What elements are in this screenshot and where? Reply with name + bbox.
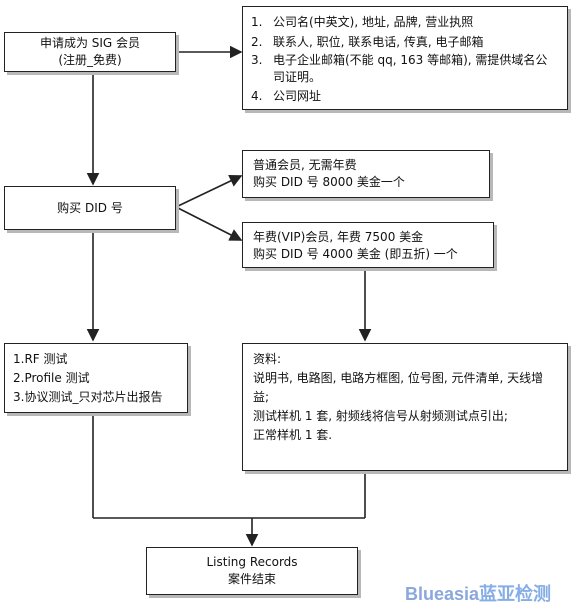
- requirements-list: 1. 公司名(中英文), 地址, 品牌, 营业执照 2. 联系人, 职位, 联系…: [251, 12, 559, 106]
- buy-did-label: 购买 DID 号: [57, 200, 123, 215]
- listing-title: Listing Records: [206, 555, 298, 569]
- watermark-logo: Blueasia蓝亚检测: [405, 580, 551, 606]
- list-item: 2. 联系人, 职位, 联系电话, 传真, 电子邮箱: [251, 32, 559, 52]
- register-box: 申请成为 SIG 会员 (注册_免费): [4, 32, 176, 72]
- list-item: 1. 公司名(中英文), 地址, 品牌, 营业执照: [251, 12, 559, 32]
- list-item-text: 电子企业邮箱(不能 qq, 163 等邮箱), 需提供域名公司证明。: [273, 53, 548, 84]
- list-item-text: 公司网址: [273, 89, 322, 103]
- regular-member-box: 普通会员, 无需年费 购买 DID 号 8000 美金一个: [242, 150, 490, 198]
- watermark-brand-cn: 蓝亚检测: [479, 584, 552, 604]
- materials-line: 测试样机 1 套, 射频线将信号从射频测试点引出;: [253, 409, 508, 423]
- list-item: 2.Profile 测试: [13, 371, 90, 385]
- arrow-buy-did-to-regular: [175, 175, 243, 208]
- list-item: 3.协议测试_只对芯片出报告: [13, 390, 163, 404]
- materials-title: 资料:: [253, 352, 282, 366]
- list-item-number: 1.: [251, 15, 263, 29]
- requirements-box: 1. 公司名(中英文), 地址, 品牌, 营业执照 2. 联系人, 职位, 联系…: [242, 6, 568, 110]
- list-item: 1.RF 测试: [13, 352, 68, 366]
- watermark-brand-en: Blueasia: [405, 584, 480, 604]
- list-item: 4. 公司网址: [251, 86, 559, 106]
- materials-line: 正常样机 1 套.: [253, 428, 333, 442]
- vip-member-price: 购买 DID 号 4000 美金 (即五折) 一个: [253, 247, 458, 261]
- list-item-text: 联系人, 职位, 联系电话, 传真, 电子邮箱: [273, 35, 484, 49]
- materials-line: 说明书, 电路图, 电路方框图, 位号图, 元件清单, 天线增益;: [253, 371, 544, 404]
- vip-member-title: 年费(VIP)会员, 年费 7500 美金: [253, 230, 424, 244]
- vip-member-box: 年费(VIP)会员, 年费 7500 美金 购买 DID 号 4000 美金 (…: [242, 222, 494, 268]
- arrow-buy-did-to-vip: [175, 206, 243, 241]
- list-item-number: 2.: [251, 35, 263, 49]
- register-title: 申请成为 SIG 会员: [39, 36, 141, 50]
- materials-box: 资料: 说明书, 电路图, 电路方框图, 位号图, 元件清单, 天线增益; 测试…: [242, 343, 568, 471]
- list-item-number: 3.: [251, 53, 263, 67]
- listing-box: Listing Records 案件结束: [146, 547, 358, 595]
- buy-did-box: 购买 DID 号: [4, 186, 176, 230]
- list-item-text: 公司名(中英文), 地址, 品牌, 营业执照: [273, 15, 474, 29]
- regular-member-price: 购买 DID 号 8000 美金一个: [253, 175, 405, 189]
- register-subtitle: (注册_免费): [58, 53, 122, 67]
- list-item-number: 4.: [251, 89, 263, 103]
- regular-member-title: 普通会员, 无需年费: [253, 158, 357, 172]
- listing-subtitle: 案件结束: [227, 572, 276, 586]
- list-item: 3. 电子企业邮箱(不能 qq, 163 等邮箱), 需提供域名公司证明。: [251, 52, 559, 86]
- tests-box: 1.RF 测试 2.Profile 测试 3.协议测试_只对芯片出报告: [4, 343, 188, 413]
